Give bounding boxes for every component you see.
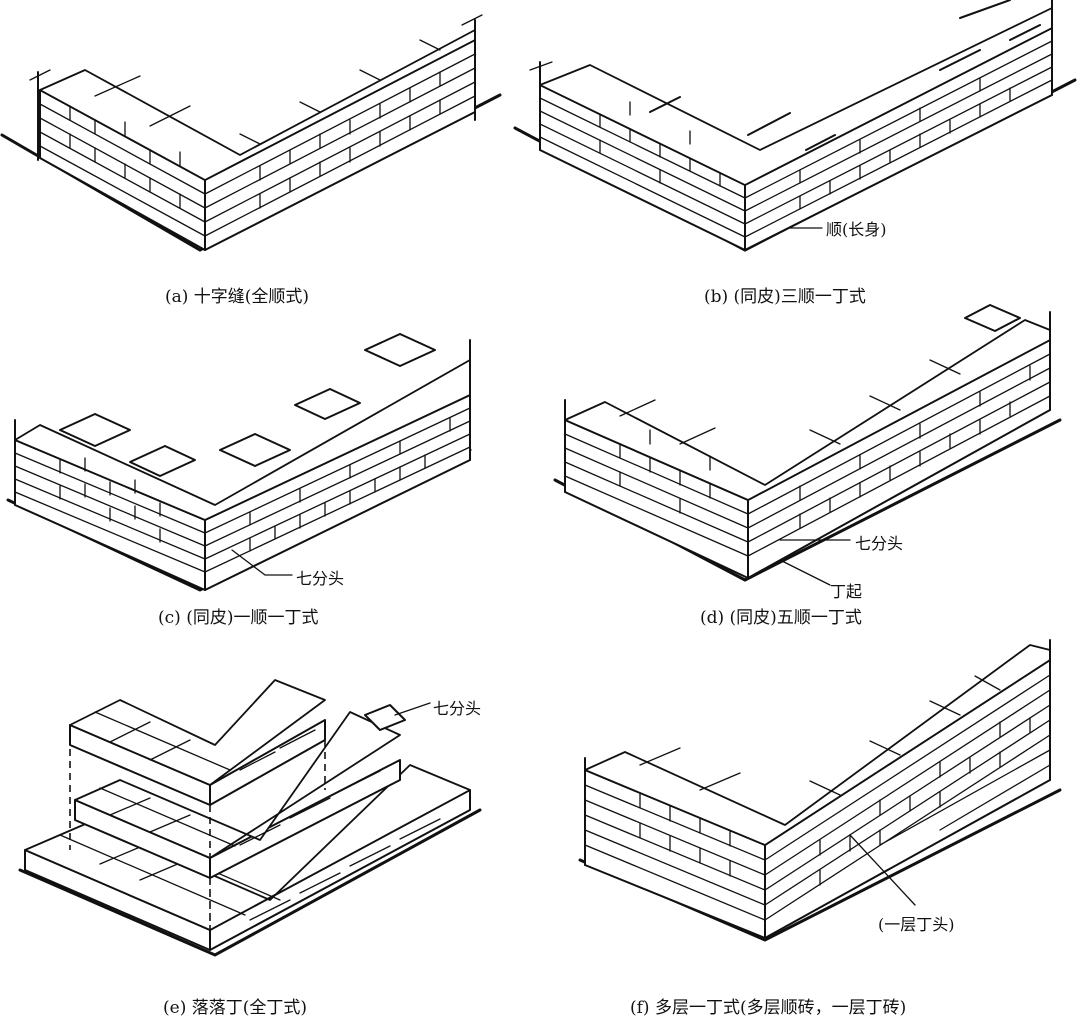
wall-b [529, 0, 1053, 251]
ground-line-e [18, 808, 482, 957]
wall-f [584, 639, 1051, 939]
wall-c [14, 333, 471, 591]
caption-c: (c) (同皮)一顺一丁式 [158, 608, 319, 628]
wall-a [29, 14, 483, 251]
wall-d [564, 304, 1051, 586]
caption-a: (a) 十字缝(全顺式) [165, 287, 310, 307]
callout-f-header-course: (一层丁头) [878, 915, 955, 934]
callout-d-header-start: 丁起 [830, 582, 863, 601]
wall-e [24, 679, 471, 951]
callout-d-three-quarter: 七分头 [855, 534, 904, 553]
caption-d: (d) (同皮)五顺一丁式 [700, 608, 862, 628]
callout-b-stretcher: 顺(长身) [826, 220, 887, 239]
caption-f: (f) 多层一丁式(多层顺砖，一层丁砖) [630, 998, 907, 1018]
callout-e-three-quarter: 七分头 [433, 699, 482, 718]
callout-c-three-quarter: 七分头 [296, 569, 345, 588]
caption-b: (b) (同皮)三顺一丁式 [704, 287, 866, 307]
caption-e: (e) 落落丁(全丁式) [163, 998, 307, 1018]
